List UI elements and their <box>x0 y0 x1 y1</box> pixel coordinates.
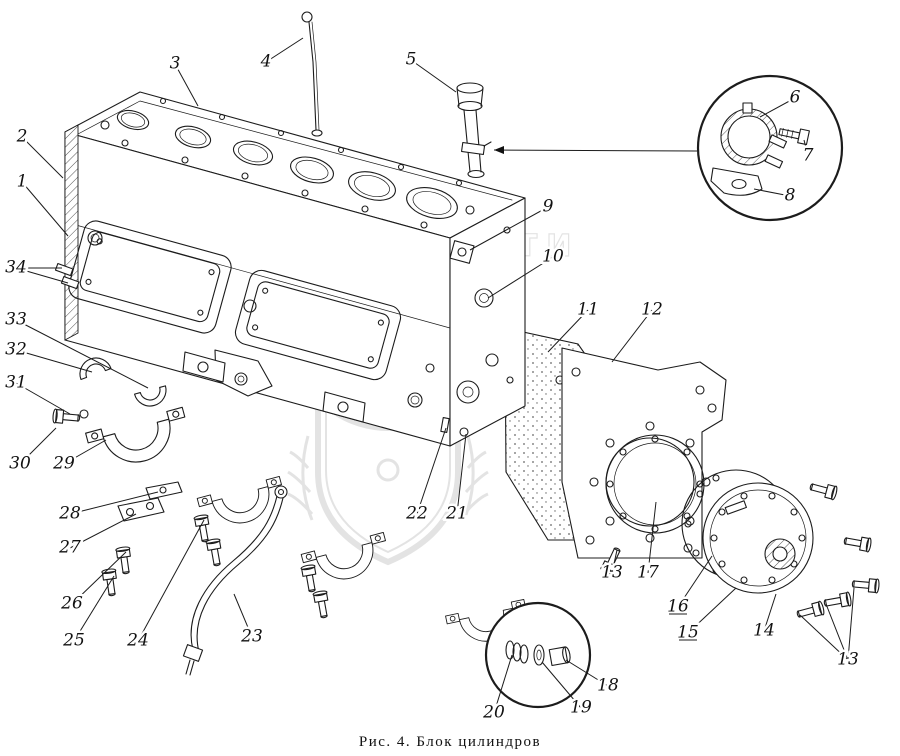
leader-line <box>759 97 796 118</box>
callout-29: 29 <box>52 454 75 474</box>
callout-7: 7 <box>803 146 814 166</box>
leader-line <box>69 513 137 549</box>
clamp-bracket <box>710 167 763 196</box>
leader-line <box>456 433 467 515</box>
plug-part <box>548 646 571 667</box>
leader-line <box>73 575 115 642</box>
leader-line <box>233 593 253 638</box>
detail-circle-plugs <box>484 601 592 709</box>
washer-part <box>533 644 545 666</box>
leader-line <box>825 603 849 661</box>
callout-23: 23 <box>240 627 263 647</box>
head-bolt-holes <box>100 97 475 229</box>
leader-line <box>469 206 549 251</box>
rear-plate <box>561 347 727 559</box>
callout-8: 8 <box>785 186 796 206</box>
callout-30: 30 <box>9 454 31 474</box>
callout-26: 26 <box>60 594 83 614</box>
leader-line <box>15 319 149 389</box>
callout-13: 13 <box>601 563 623 583</box>
leader-line <box>19 427 57 465</box>
dipstick <box>301 11 323 137</box>
callout-32: 32 <box>5 340 27 360</box>
callout-19: 19 <box>570 698 592 718</box>
callout-22: 22 <box>405 504 428 524</box>
leader-line <box>69 491 159 515</box>
callout-12: 12 <box>641 300 663 320</box>
leader-line <box>137 519 205 642</box>
callout-18: 18 <box>597 676 619 696</box>
leader-line <box>611 549 618 574</box>
leader-line <box>15 382 71 415</box>
detail-circle-clamp <box>493 74 844 222</box>
leader-line <box>410 59 457 93</box>
figure-caption: Рис. 4. Блок цилиндров <box>358 734 542 750</box>
callout-16: 16 <box>667 597 689 617</box>
callout-2: 2 <box>16 127 28 147</box>
leader-line <box>799 614 849 661</box>
callout-17: 17 <box>637 563 659 583</box>
callout-34: 34 <box>5 258 27 278</box>
leader-line <box>15 267 69 284</box>
callout-13: 13 <box>837 650 859 670</box>
callout-27: 27 <box>58 538 81 558</box>
leader-line <box>174 63 199 107</box>
leader-line <box>847 587 855 661</box>
clamp-bolt <box>778 128 810 146</box>
callout-21: 21 <box>445 504 468 524</box>
water-jacket-cover-right <box>234 269 402 381</box>
cap-bolts <box>51 408 332 620</box>
callout-1: 1 <box>17 172 28 192</box>
leader-line <box>647 501 657 574</box>
clamp-band <box>720 102 794 169</box>
callout-10: 10 <box>542 247 564 267</box>
leader-line <box>21 181 69 237</box>
callout-20: 20 <box>482 703 505 723</box>
callout-9: 9 <box>543 197 554 217</box>
leader-line <box>763 593 777 632</box>
leader-line <box>493 654 513 714</box>
leader-line <box>541 661 582 709</box>
callout-6: 6 <box>790 88 801 108</box>
callout-11: 11 <box>577 300 599 320</box>
spring-part <box>505 640 529 664</box>
leader-line <box>265 37 304 63</box>
callout-5: 5 <box>406 50 417 70</box>
leader-line <box>687 587 737 634</box>
leader-line <box>63 439 107 465</box>
oil-filler-tube <box>456 82 492 179</box>
cover-gasket-ring <box>605 434 705 534</box>
callout-33: 33 <box>5 310 27 330</box>
leader-line <box>21 136 64 179</box>
leader-line <box>803 139 809 157</box>
timing-cover <box>702 482 814 594</box>
callout-3: 3 <box>170 54 181 74</box>
callout-28: 28 <box>58 504 81 524</box>
oil-tube <box>182 485 288 676</box>
leader-line <box>487 256 554 299</box>
callout-25: 25 <box>62 631 85 651</box>
callout-14: 14 <box>753 621 775 641</box>
rear-face-details <box>449 226 514 404</box>
callout-24: 24 <box>126 631 149 651</box>
callout-4: 4 <box>260 52 272 72</box>
leader-line <box>71 551 127 605</box>
leader-line <box>611 309 653 363</box>
cylinder-block-body <box>64 91 526 447</box>
engine-block-drawing <box>51 11 881 676</box>
leader-line <box>416 427 447 515</box>
water-jacket-cover-left <box>68 220 232 334</box>
cap-brackets <box>117 481 183 522</box>
leader-line <box>677 555 713 608</box>
leader-line <box>753 188 791 197</box>
callout-15: 15 <box>677 623 699 643</box>
leader-line <box>565 659 609 687</box>
leader-line <box>547 309 589 353</box>
leader-line <box>15 349 93 373</box>
cylinder-bores <box>116 109 458 219</box>
dowel-pins <box>54 262 80 290</box>
callout-31: 31 <box>5 373 27 393</box>
